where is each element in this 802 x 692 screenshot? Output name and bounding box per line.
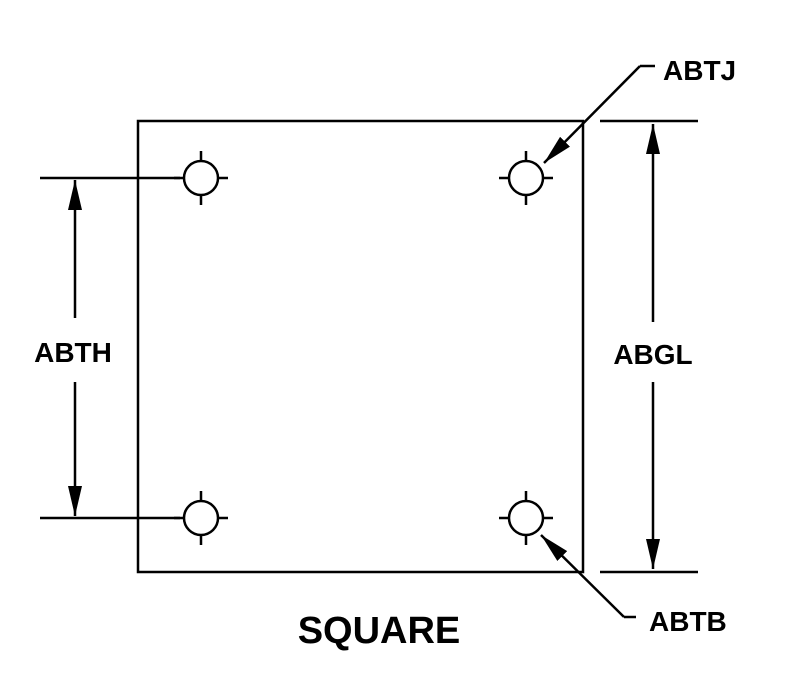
plate-outline [136, 119, 585, 574]
hole-top-right [499, 151, 553, 205]
abth-dimension [40, 176, 180, 520]
hole-bottom-right [499, 491, 553, 545]
abtb-leader [540, 534, 636, 619]
abgl-dimension [600, 119, 698, 574]
abtb-label: ABTB [649, 606, 727, 637]
abgl-label: ABGL [613, 339, 692, 370]
shape-label: SQUARE [298, 610, 461, 652]
hole-bottom-left [174, 491, 228, 545]
abth-label: ABTH [34, 337, 112, 368]
abtj-label: ABTJ [663, 55, 736, 86]
abtj-leader [543, 64, 655, 164]
hole-top-left [174, 151, 228, 205]
